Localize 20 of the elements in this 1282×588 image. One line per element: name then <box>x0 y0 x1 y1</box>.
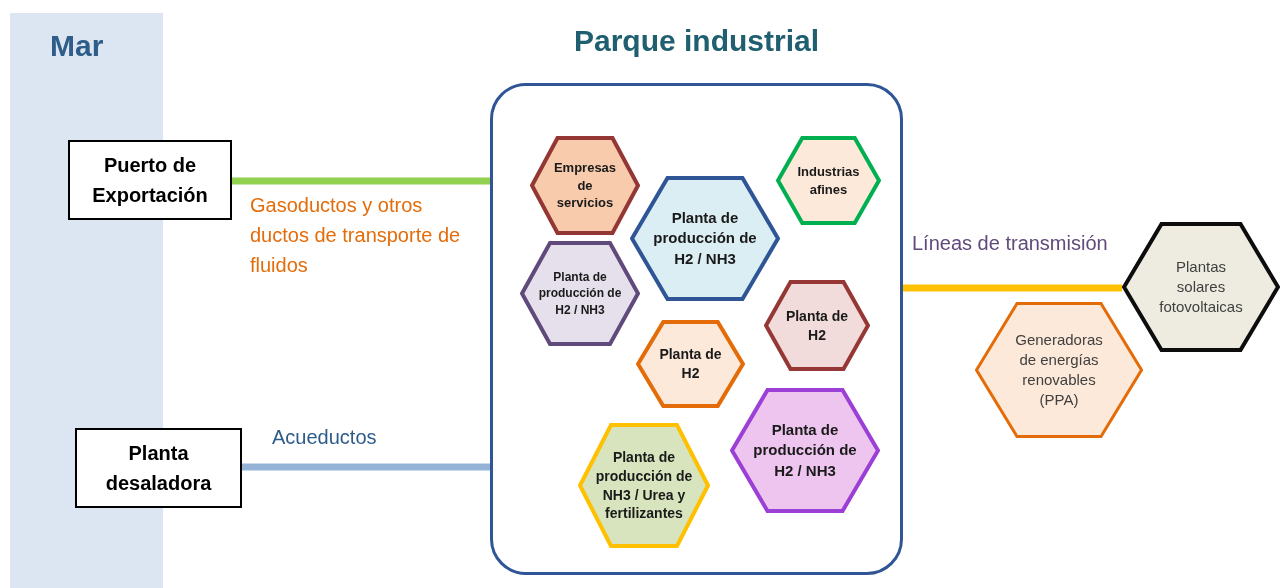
hexagon: Planta de H2 <box>636 320 745 408</box>
hexagon: Industrias afines <box>776 136 881 225</box>
plant-box: Planta desaladora <box>75 428 242 508</box>
hexagon: Planta de producción de H2 / NH3 <box>730 388 880 513</box>
hexagon: Planta de producción de NH3 / Urea y fertilizantes <box>578 423 710 548</box>
edge-label: Acueductos <box>272 425 377 450</box>
park-heading: Parque industrial <box>572 24 821 58</box>
hexagon: Planta de producción de H2 / NH3 <box>630 176 780 301</box>
edge-label: Gasoductos y otros ductos de transporte de fluidos <box>250 193 462 278</box>
connector-line <box>232 177 490 185</box>
connector-line <box>903 284 1122 292</box>
hexagon: Plantas solares fotovoltaicas <box>1122 222 1280 352</box>
hexagon: Generadoras de energías renovables (PPA) <box>975 302 1143 438</box>
hexagon: Planta de producción de H2 / NH3 <box>520 241 640 346</box>
edge-label: Líneas de transmisión <box>912 231 1108 256</box>
region-label: Mar <box>50 29 104 63</box>
connector-line <box>242 463 490 471</box>
hexagon: Empresas de servicios <box>530 136 640 235</box>
port-box: Puerto de Exportación <box>68 140 232 220</box>
hexagon: Planta de H2 <box>764 280 870 371</box>
